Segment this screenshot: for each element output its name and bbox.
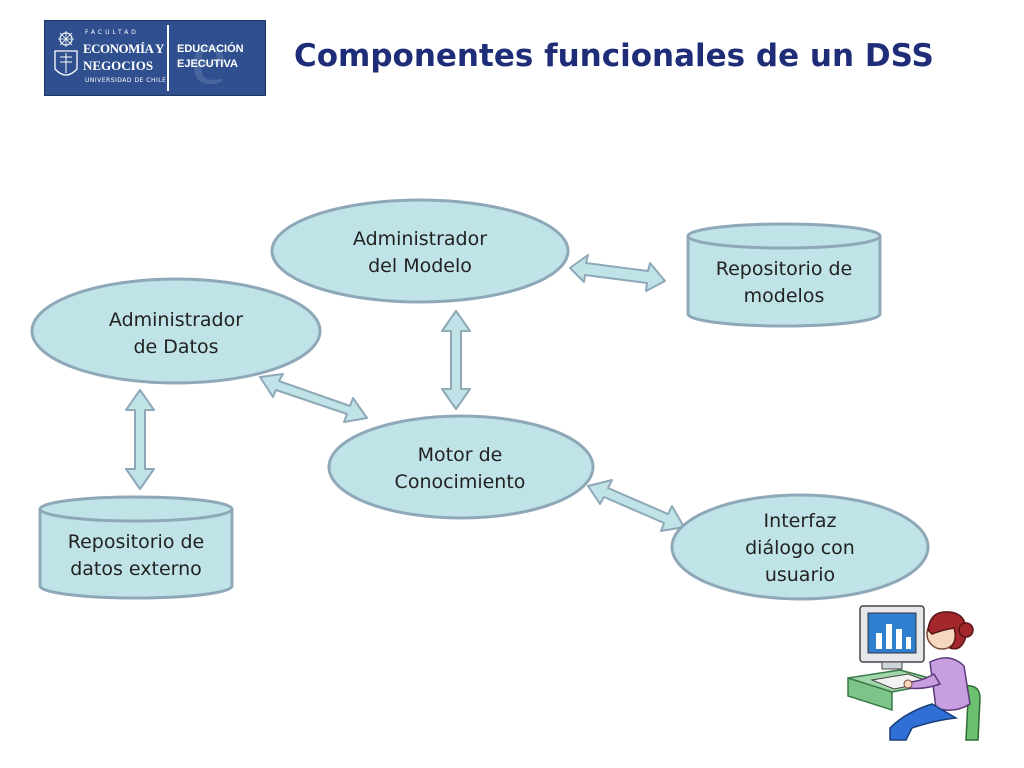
label-admin-datos: Administrador de Datos xyxy=(108,309,244,358)
arrow-datos-motor xyxy=(259,373,368,423)
logo-economia-negocios: FACULTAD ECONOMÍA Y NEGOCIOS UNIVERSIDAD… xyxy=(49,25,169,91)
label-motor: Motor de Conocimiento xyxy=(394,444,526,493)
logo-ejecutiva-text: EJECUTIVA xyxy=(177,58,238,70)
arrow-modelo-repositorio xyxy=(569,254,666,292)
woman-at-computer-icon xyxy=(847,605,981,741)
logo-educacion-text: EDUCACIÓN xyxy=(177,43,244,55)
label-repo-datos: Repositorio de datos externo xyxy=(67,531,205,580)
label-admin-modelo: Administrador del Modelo xyxy=(352,228,488,277)
node-motor xyxy=(327,414,595,520)
arrow-datos-repositorio xyxy=(125,389,155,490)
node-admin-datos xyxy=(30,277,322,385)
node-interfaz xyxy=(670,493,930,601)
label-interfaz: Interfaz diálogo con usuario xyxy=(745,510,855,586)
arrow-modelo-motor xyxy=(441,310,471,410)
slide-title: Componentes funcionales de un DSS xyxy=(294,38,934,74)
connectors xyxy=(125,254,685,532)
node-repo-modelos xyxy=(686,222,882,328)
logo-e-watermark: e xyxy=(191,13,227,101)
label-repo-modelos: Repositorio de modelos xyxy=(715,258,853,307)
logo-facultad-text: FACULTAD xyxy=(85,29,139,36)
node-admin-modelo xyxy=(270,198,570,304)
university-crest-icon xyxy=(54,31,78,76)
logo-negocios-text: NEGOCIOS xyxy=(83,58,154,73)
logo-universidad-text: UNIVERSIDAD DE CHILE xyxy=(85,77,167,84)
logo-educacion-ejecutiva: e EDUCACIÓN EJECUTIVA xyxy=(169,17,261,97)
faculty-logo: FACULTAD ECONOMÍA Y NEGOCIOS UNIVERSIDAD… xyxy=(44,17,266,97)
node-repo-datos xyxy=(38,495,234,600)
arrow-motor-interfaz xyxy=(587,479,685,532)
logo-economia-text: ECONOMÍA Y xyxy=(83,41,164,56)
nodes xyxy=(30,198,930,601)
